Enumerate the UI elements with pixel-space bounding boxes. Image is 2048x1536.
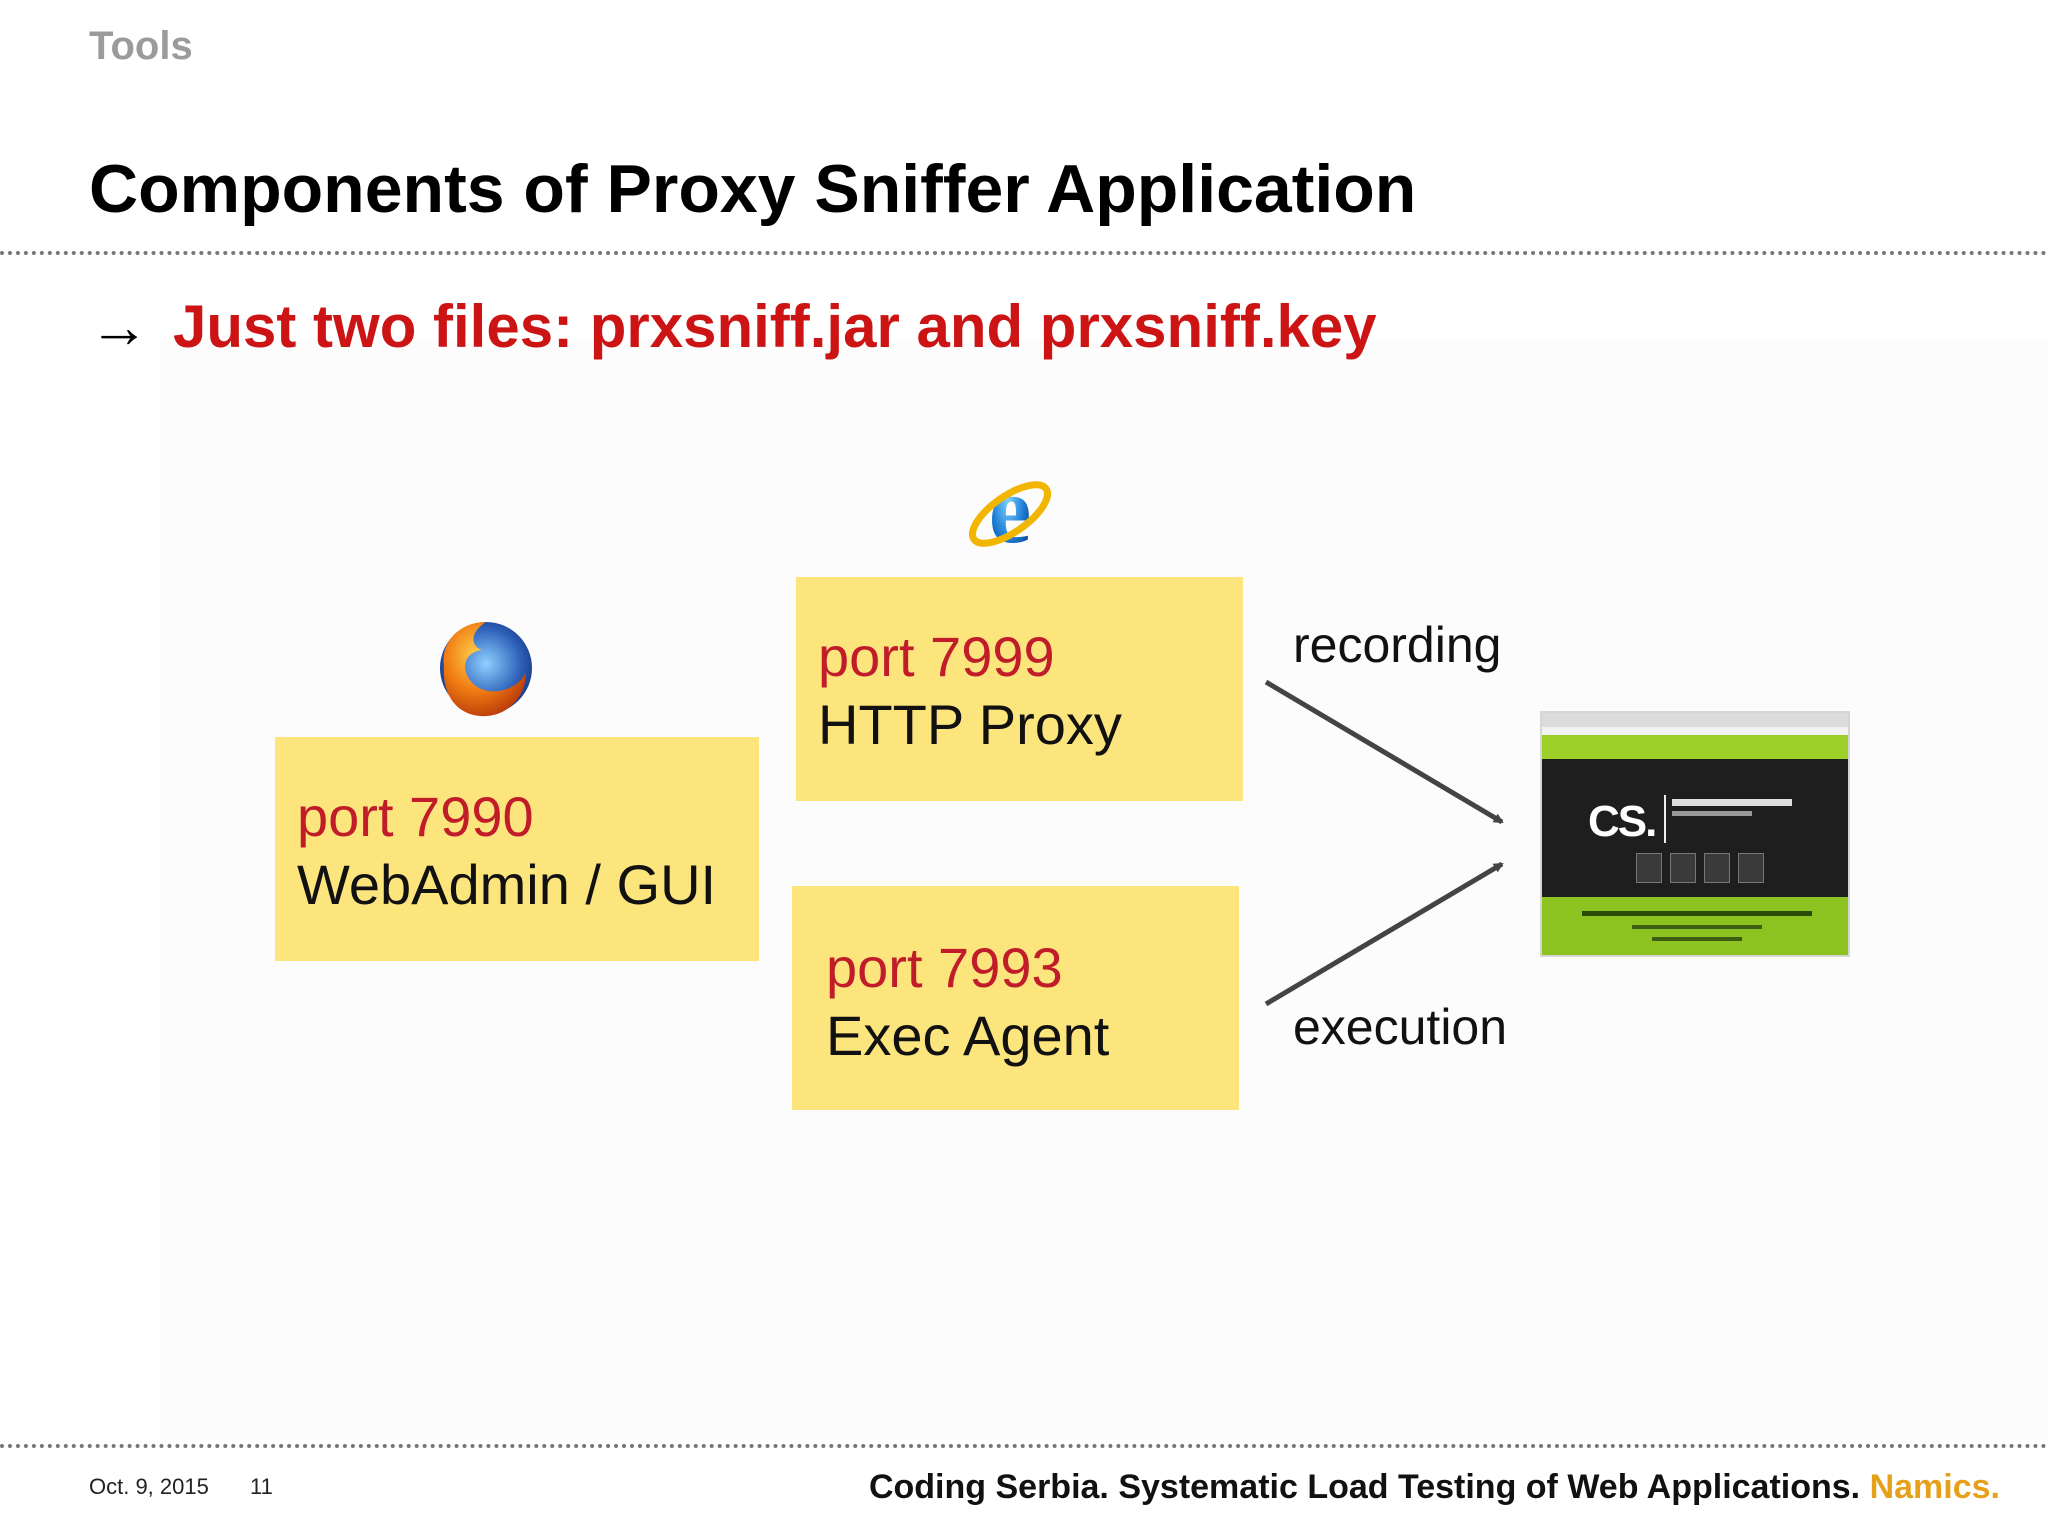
site-footer-line bbox=[1632, 925, 1762, 929]
webadmin-port: port 7990 bbox=[297, 783, 759, 851]
browser-chrome bbox=[1542, 713, 1848, 727]
subtitle: → Just two files: prxsniff.jar and prxsn… bbox=[89, 292, 1377, 361]
browser-toolbar bbox=[1542, 727, 1848, 735]
site-countdown bbox=[1636, 853, 1766, 883]
site-footer-line bbox=[1652, 937, 1742, 941]
footer-presentation-title: Coding Serbia. Systematic Load Testing o… bbox=[869, 1468, 1860, 1506]
site-hero-subheading bbox=[1672, 811, 1752, 816]
exec-agent-service: Exec Agent bbox=[826, 1002, 1239, 1070]
subtitle-text: Just two files: prxsniff.jar and prxsnif… bbox=[173, 292, 1377, 361]
countdown-cell bbox=[1704, 853, 1730, 883]
countdown-cell bbox=[1670, 853, 1696, 883]
proxy-service: HTTP Proxy bbox=[818, 691, 1243, 759]
countdown-cell bbox=[1636, 853, 1662, 883]
countdown-cell bbox=[1738, 853, 1764, 883]
site-hero-heading bbox=[1672, 799, 1792, 806]
svg-text:e: e bbox=[989, 460, 1032, 563]
http-proxy-component-box: port 7999 HTTP Proxy bbox=[796, 577, 1243, 801]
footer-divider bbox=[0, 1444, 2048, 1448]
execution-label: execution bbox=[1293, 998, 1507, 1056]
site-navbar bbox=[1542, 735, 1848, 759]
exec-agent-port: port 7993 bbox=[826, 934, 1239, 1002]
slide-title: Components of Proxy Sniffer Application bbox=[89, 150, 1416, 228]
webadmin-component-box: port 7990 WebAdmin / GUI bbox=[275, 737, 759, 961]
recording-label: recording bbox=[1293, 616, 1501, 674]
footer-title: Coding Serbia. Systematic Load Testing o… bbox=[869, 1468, 2000, 1507]
site-logo: CS. bbox=[1588, 797, 1655, 847]
site-footer-line bbox=[1582, 911, 1812, 916]
title-divider bbox=[0, 251, 2048, 255]
firefox-icon bbox=[430, 614, 538, 722]
right-arrow-icon: → bbox=[89, 292, 149, 361]
footer-date: Oct. 9, 2015 bbox=[89, 1474, 209, 1500]
section-label: Tools bbox=[89, 24, 193, 69]
footer-brand: Namics. bbox=[1870, 1468, 2000, 1506]
proxy-port: port 7999 bbox=[818, 623, 1243, 691]
page-number: 11 bbox=[250, 1474, 273, 1500]
internet-explorer-icon: e bbox=[958, 460, 1062, 564]
webadmin-service: WebAdmin / GUI bbox=[297, 851, 759, 919]
exec-agent-component-box: port 7993 Exec Agent bbox=[792, 886, 1239, 1110]
site-logo-separator bbox=[1664, 795, 1666, 843]
website-screenshot: CS. bbox=[1540, 711, 1850, 957]
site-hero: CS. bbox=[1542, 759, 1848, 897]
